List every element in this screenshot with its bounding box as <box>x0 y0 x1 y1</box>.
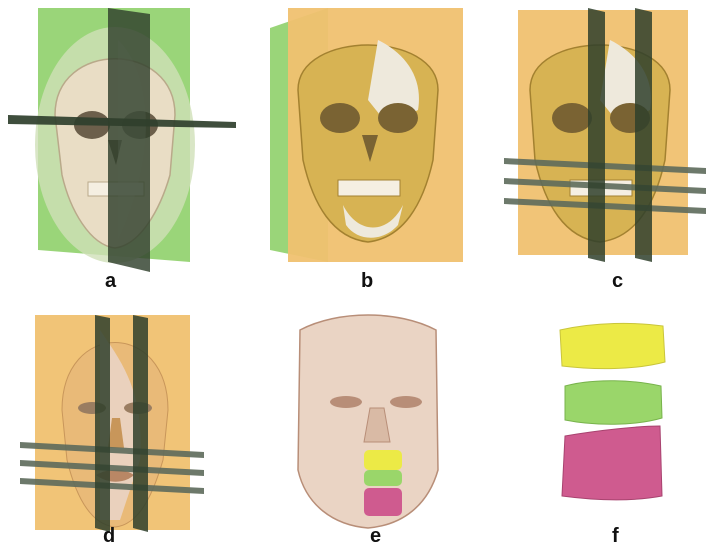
panel-a-illustration <box>0 0 240 300</box>
vertical-plane <box>108 8 150 272</box>
segment-pink <box>562 426 662 500</box>
right-eye <box>390 396 422 408</box>
segment-yellow <box>364 450 402 470</box>
left-orbit <box>552 103 592 133</box>
panel-c: c <box>500 0 709 300</box>
segment-green <box>565 381 662 425</box>
panel-label: e <box>370 525 381 548</box>
panel-d: d <box>0 300 240 548</box>
vertical-plane-2 <box>635 8 652 262</box>
segment-green <box>364 470 402 486</box>
panel-label: b <box>361 270 373 293</box>
vertical-plane-2 <box>133 315 148 532</box>
panel-a: a <box>0 0 240 300</box>
left-eye <box>330 396 362 408</box>
panel-b-illustration <box>258 0 488 300</box>
panel-label: a <box>105 270 116 293</box>
panel-f-illustration <box>500 300 709 548</box>
panel-e-illustration <box>258 300 488 548</box>
panel-label: d <box>103 525 115 548</box>
panel-e: e <box>258 300 488 548</box>
panel-f: f <box>500 300 709 548</box>
panel-label: f <box>612 525 619 548</box>
segment-yellow <box>560 323 665 368</box>
right-orbit <box>378 103 418 133</box>
panel-b: b <box>258 0 488 300</box>
segment-pink <box>364 488 402 516</box>
left-orbit <box>320 103 360 133</box>
teeth <box>338 180 400 196</box>
panel-c-illustration <box>500 0 709 300</box>
panel-label: c <box>612 270 623 293</box>
vertical-plane-1 <box>95 315 110 532</box>
vertical-plane-1 <box>588 8 605 262</box>
panel-d-illustration <box>0 300 240 548</box>
